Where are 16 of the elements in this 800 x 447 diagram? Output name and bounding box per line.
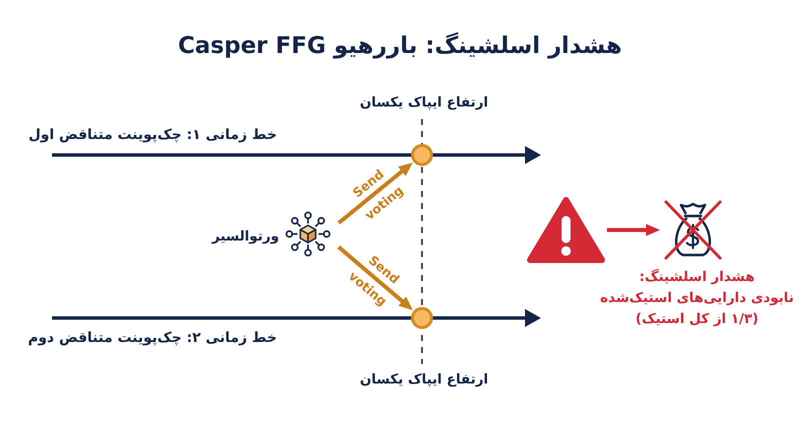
arrow xyxy=(607,224,660,236)
checkpoint-circle xyxy=(411,307,433,329)
arrow xyxy=(337,162,413,224)
arrow xyxy=(337,246,413,310)
epoch-height-label: ارتفاع ایپاک یکسان xyxy=(360,370,488,390)
network-cube-icon xyxy=(285,211,331,257)
crossed-money-bag-icon xyxy=(663,199,723,261)
warning-triangle xyxy=(527,196,605,264)
warning-heading: هشدار اسلشینگ: xyxy=(639,268,755,287)
checkpoint-circle xyxy=(411,144,433,166)
node-label: ورتوالسیر xyxy=(212,228,279,247)
warning-text: نابودی دارایی‌های استیک‌شده (۱/۳ از کل استیک) xyxy=(599,289,795,329)
diagram-title: هشدار اسلشینگ: باررهیو Casper FFG xyxy=(178,31,622,61)
timeline-label: خط زمانی ۱: چک‌پوینت متناقض اول xyxy=(28,126,277,146)
timeline-label: خط زمانی ۲: چک‌پوینت متناقض دوم xyxy=(28,329,277,348)
epoch-height-label: ارتفاع ایپاک یکسان xyxy=(360,94,488,112)
